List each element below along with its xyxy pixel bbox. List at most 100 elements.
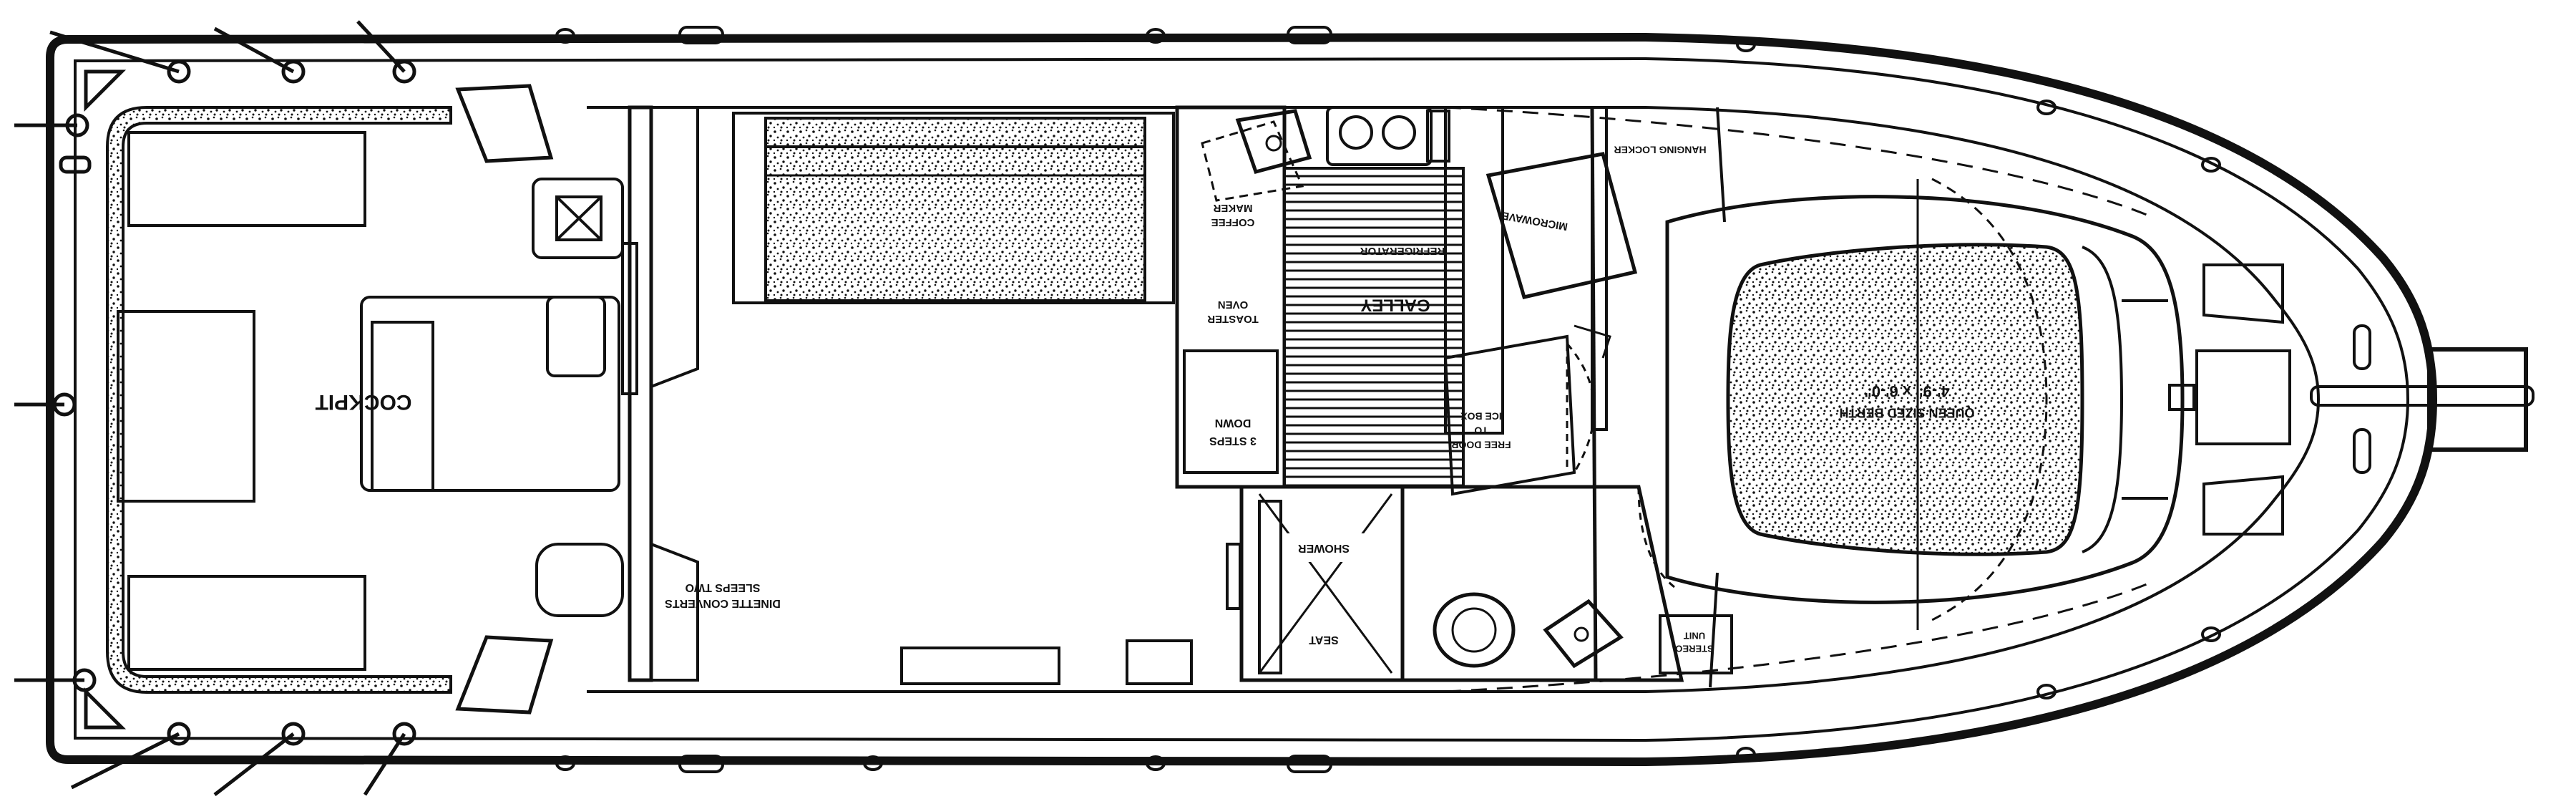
- step-stbd: [455, 635, 554, 715]
- fore-deck-hatch-port: [2202, 263, 2284, 324]
- galley-stair: [1443, 334, 1576, 496]
- anchor-slot: [2310, 385, 2534, 407]
- salon: DINETTE CONVERTS SLEEPS TWO: [628, 105, 1193, 685]
- refrigerator-label: REFRIGERATOR: [1360, 245, 1445, 257]
- steps-label: 3 STEPS: [1209, 435, 1257, 447]
- galley-sink: [1235, 109, 1312, 175]
- cleat: [1287, 26, 1332, 44]
- cockpit-table: [360, 296, 620, 492]
- porthole: [2201, 626, 2221, 642]
- berth-label-2: 4'-9" x 6'-0": [1864, 382, 1949, 400]
- settee-back-cushion: [764, 117, 1146, 148]
- shower-bench: [1258, 500, 1282, 674]
- porthole: [1146, 28, 1166, 44]
- corner-fitting: [84, 69, 127, 112]
- cockpit-hatch: [127, 575, 366, 671]
- coffee-maker-zone: [1201, 120, 1304, 202]
- porthole: [555, 28, 575, 44]
- toaster-oven-label: TOASTER: [1207, 313, 1259, 325]
- cleat: [678, 755, 724, 773]
- cockpit-sink-box: [532, 178, 624, 259]
- dinette-label-2: SLEEPS TWO: [686, 581, 761, 594]
- microwave-label: MICROWAVE: [1501, 209, 1569, 233]
- ice-box-label: ICE BOX: [1460, 410, 1502, 422]
- cockpit: COCKPIT: [106, 84, 638, 715]
- stern-hardware: [14, 20, 416, 796]
- ice-box-label-3: FREE DOOR: [1451, 439, 1511, 450]
- head-door-swing: [1637, 486, 1675, 589]
- forward-cabin-walls: [1709, 107, 1726, 688]
- rod-holder: [392, 722, 416, 746]
- step-port: [455, 84, 554, 163]
- head-sink: [1543, 599, 1624, 669]
- v-berth-pillows: [2082, 246, 2168, 553]
- forward-cabin: QUEEN SIZED BERTH 4'-9" x 6'-0": [1445, 106, 2185, 693]
- porthole: [2201, 157, 2221, 173]
- stove-burner: [1339, 115, 1373, 150]
- settee-cushion: [764, 117, 1146, 302]
- ice-maker: [1426, 110, 1450, 163]
- seat-label: SEAT: [1309, 634, 1339, 646]
- hull-dash-curve-2: [1445, 583, 2147, 693]
- salon-entry-stbd: [650, 543, 699, 682]
- stove-burner: [1382, 115, 1416, 150]
- porthole: [555, 755, 575, 771]
- hull-dash-curve: [1445, 106, 2147, 216]
- v-berth-frame: [1665, 195, 2185, 604]
- cockpit-cabinet: [546, 296, 606, 377]
- cleat: [678, 26, 724, 44]
- rod-holder: [392, 59, 416, 84]
- galley-label: GALLEY: [1360, 296, 1430, 315]
- berth-step-dash: [1931, 178, 2048, 621]
- ice-box-label-2: TO: [1474, 425, 1488, 436]
- deck-edge: [74, 57, 2410, 742]
- head: SHOWER SEAT STEREO UNIT: [1226, 485, 1733, 682]
- stereo-box: [1659, 614, 1733, 674]
- v-berth-mattress: [1726, 243, 2084, 556]
- stereo-label: STEREO: [1675, 644, 1713, 654]
- head-compartment: [1400, 485, 1684, 682]
- cabin-trunk: [587, 106, 2321, 693]
- stereo-label-2: UNIT: [1684, 631, 1705, 641]
- shower-label: SHOWER: [1298, 542, 1350, 554]
- salon-entry: [650, 106, 699, 388]
- cleat: [2353, 324, 2371, 370]
- salon-storage: [900, 647, 1060, 685]
- hanging-locker: [1485, 152, 1638, 299]
- stove: [1326, 106, 1433, 166]
- dinette-label: DINETTE CONVERTS: [665, 597, 781, 609]
- cockpit-padding: [106, 106, 452, 694]
- corner-fitting: [84, 687, 127, 730]
- galley: GALLEY REFRIGERATOR COFFEE MAKER TOASTER…: [1175, 105, 1707, 496]
- shower-label-box: [1281, 533, 1367, 562]
- fore-deck-box: [2195, 349, 2291, 445]
- porthole: [1146, 755, 1166, 771]
- cleat: [1287, 755, 1332, 773]
- cockpit-hatch: [127, 131, 366, 227]
- cockpit-label: COCKPIT: [316, 390, 412, 414]
- hanging-locker-label: HANGING LOCKER: [1614, 144, 1706, 155]
- porthole: [1736, 37, 1756, 52]
- toilet: [1433, 592, 1516, 668]
- rod-holder: [167, 59, 191, 84]
- head-sink-drain: [1574, 626, 1589, 642]
- rod-holder: [281, 59, 306, 84]
- cockpit-table-inset: [371, 321, 434, 492]
- cockpit-cabinet-stbd: [535, 543, 624, 617]
- shower-rail: [1226, 543, 1241, 610]
- toaster-oven-label-2: OVEN: [1218, 299, 1249, 311]
- fore-deck-hatch-stbd: [2202, 475, 2284, 536]
- coffee-maker-label-2: MAKER: [1213, 202, 1252, 214]
- rod-holder: [281, 722, 306, 746]
- seat-box: [1295, 626, 1352, 652]
- bow-sprit: [2427, 347, 2528, 452]
- porthole: [1736, 747, 1756, 762]
- sink-drain: [1265, 135, 1282, 152]
- galley-sole: [1283, 167, 1465, 488]
- steps-label-2: DOWN: [1215, 417, 1252, 429]
- forward-bulkhead: [1590, 107, 1598, 681]
- cleat: [2353, 428, 2371, 474]
- door: [1574, 324, 1611, 359]
- porthole: [2036, 100, 2057, 115]
